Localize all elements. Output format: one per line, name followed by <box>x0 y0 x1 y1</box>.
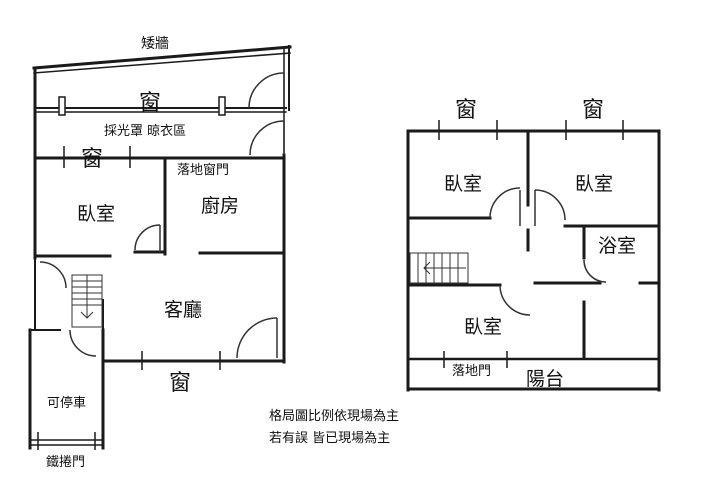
left-stairs <box>71 274 103 328</box>
left-window-marks <box>37 96 226 450</box>
label-balcony: 陽台 <box>526 368 564 390</box>
left-labels: 矮牆 窗 採光罩 晾衣區 窗 落地窗門 臥室 廚房 客廳 窗 可停車 鐵捲門 <box>46 36 239 470</box>
label-window-top: 窗 <box>139 91 161 116</box>
label-bedroom-right: 臥室 <box>575 173 613 195</box>
label-window-left: 窗 <box>455 98 477 123</box>
right-labels: 窗 窗 臥室 臥室 浴室 臥室 落地門 陽台 <box>444 98 636 390</box>
label-skylight-laundry: 採光罩 晾衣區 <box>104 123 186 139</box>
window-mark <box>58 96 66 116</box>
right-door-swings <box>489 187 607 316</box>
right-stairs <box>409 252 469 284</box>
door-swing <box>69 329 97 357</box>
low-wall-line-inner <box>33 52 291 74</box>
left-door-swings <box>39 72 285 359</box>
left-floor-plan <box>28 45 292 450</box>
label-living-room: 客廳 <box>164 299 202 321</box>
stair-outline <box>409 252 469 284</box>
door-swing <box>134 224 161 251</box>
door-swing <box>499 284 531 316</box>
door-swing <box>236 317 278 359</box>
label-bedroom-left: 臥室 <box>444 173 482 195</box>
label-bedroom: 臥室 <box>77 203 115 225</box>
notes: 格局圖比例依現場為主 若有誤 皆已現場為主 <box>269 408 399 446</box>
label-bathroom: 浴室 <box>598 235 636 257</box>
window-mark <box>218 96 226 116</box>
door-swing <box>249 120 285 156</box>
label-low-wall: 矮牆 <box>141 36 169 52</box>
label-bedroom-bottom: 臥室 <box>464 316 502 338</box>
low-wall-line <box>32 45 292 70</box>
label-french-door: 落地門 <box>452 364 491 379</box>
label-window-right: 窗 <box>582 98 604 123</box>
door-swing <box>583 259 607 283</box>
label-window-mid: 窗 <box>81 147 103 172</box>
stair-arrow-icon <box>423 261 431 275</box>
label-kitchen: 廚房 <box>201 194 239 217</box>
label-french-window-door: 落地窗門 <box>177 162 229 178</box>
stair-arrow-icon <box>80 311 94 319</box>
door-swing <box>534 189 566 221</box>
right-floor-plan <box>406 129 661 392</box>
door-swing <box>248 72 285 109</box>
door-swing <box>39 261 67 289</box>
note-line-2: 若有誤 皆已現場為主 <box>269 430 390 446</box>
label-window-bottom: 窗 <box>169 371 191 396</box>
door-swing <box>489 187 521 219</box>
label-parking: 可停車 <box>47 395 86 411</box>
note-line-1: 格局圖比例依現場為主 <box>269 408 399 424</box>
right-window-marks <box>438 120 624 368</box>
label-rolling-door: 鐵捲門 <box>46 454 85 470</box>
